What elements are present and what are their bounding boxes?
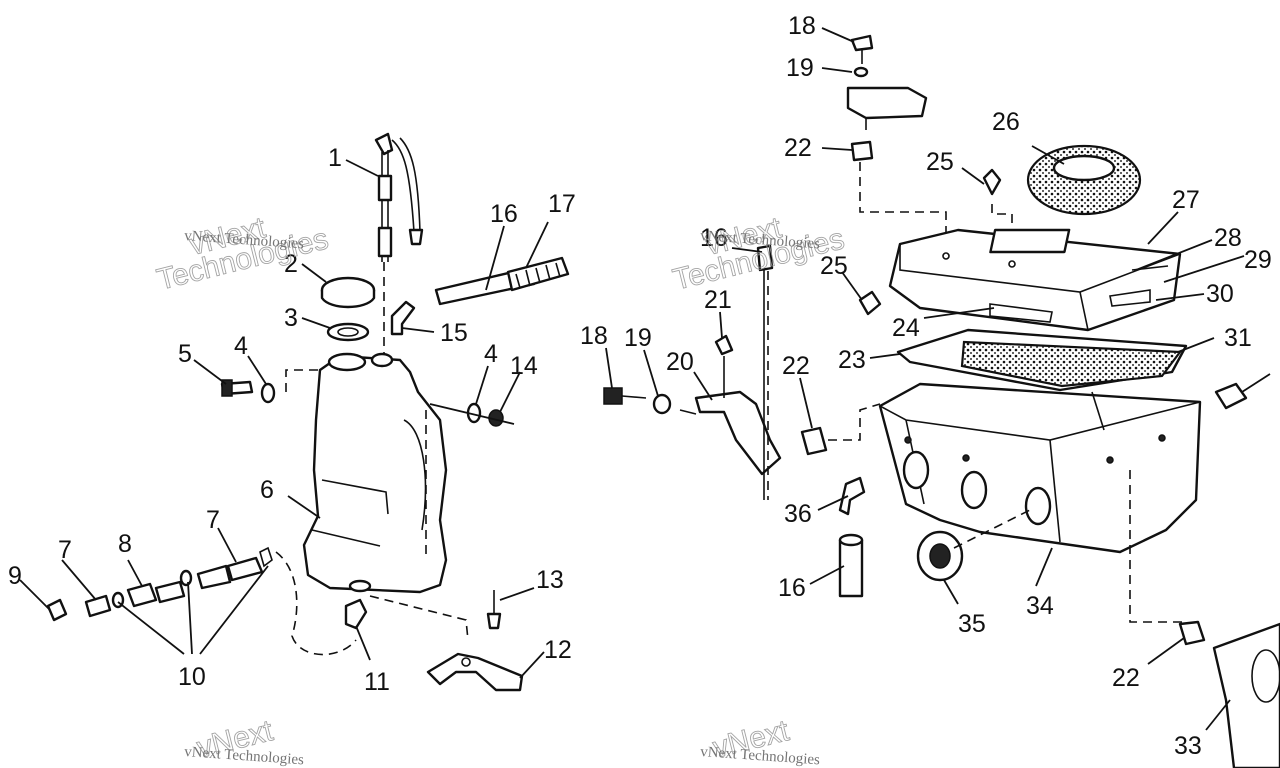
callout-labels: 1 2 3 4 4 5 6 7 7 8 9 10 11 12 13 14 15 …: [8, 12, 1272, 760]
callout-25b: 25: [820, 252, 848, 280]
callout-28: 28: [1214, 224, 1242, 252]
callout-10: 10: [178, 663, 206, 691]
callout-24: 24: [892, 314, 920, 342]
leader-lines: [19, 27, 1271, 731]
watermark-bl-small: vNext Technologies: [184, 744, 305, 768]
callout-25a: 25: [926, 148, 954, 176]
callout-29: 29: [1244, 246, 1272, 274]
callout-13: 13: [536, 566, 564, 594]
callout-3: 3: [284, 304, 298, 332]
callout-23: 23: [838, 346, 866, 374]
callout-34: 34: [1026, 592, 1054, 620]
callout-16a: 16: [490, 200, 518, 228]
callout-17: 17: [548, 190, 576, 218]
callout-4b: 4: [484, 340, 498, 368]
callout-33: 33: [1174, 732, 1202, 760]
callout-22b: 22: [782, 352, 810, 380]
callout-26: 26: [992, 108, 1020, 136]
callout-4: 4: [234, 332, 248, 360]
callout-15: 15: [440, 319, 468, 347]
callout-22a: 22: [784, 134, 812, 162]
callout-12: 12: [544, 636, 572, 664]
callout-11: 11: [364, 668, 390, 696]
callout-7a: 7: [58, 536, 72, 564]
callout-16b: 16: [700, 224, 728, 252]
callout-27: 27: [1172, 186, 1200, 214]
callout-35: 35: [958, 610, 986, 638]
callout-7b: 7: [206, 506, 220, 534]
callout-21: 21: [704, 286, 732, 314]
callout-8: 8: [118, 530, 132, 558]
callout-22c: 22: [1112, 664, 1140, 692]
callout-5: 5: [178, 340, 192, 368]
callout-9: 9: [8, 562, 22, 590]
callout-31: 31: [1224, 324, 1252, 352]
air-box-assembly: [603, 34, 1280, 768]
callout-1: 1: [328, 144, 342, 172]
callout-30: 30: [1206, 280, 1234, 308]
watermark-bc-small: vNext Technologies: [700, 744, 821, 768]
callout-36: 36: [784, 500, 812, 528]
callout-16c: 16: [778, 574, 806, 602]
callout-2: 2: [284, 250, 298, 278]
callout-19b: 19: [624, 324, 652, 352]
callout-14: 14: [510, 352, 538, 380]
callout-18a: 18: [788, 12, 816, 40]
callout-20: 20: [666, 348, 694, 376]
callout-18b: 18: [580, 322, 608, 350]
callout-19a: 19: [786, 54, 814, 82]
fuel-tank-assembly: [46, 132, 570, 692]
callout-6: 6: [260, 476, 274, 504]
